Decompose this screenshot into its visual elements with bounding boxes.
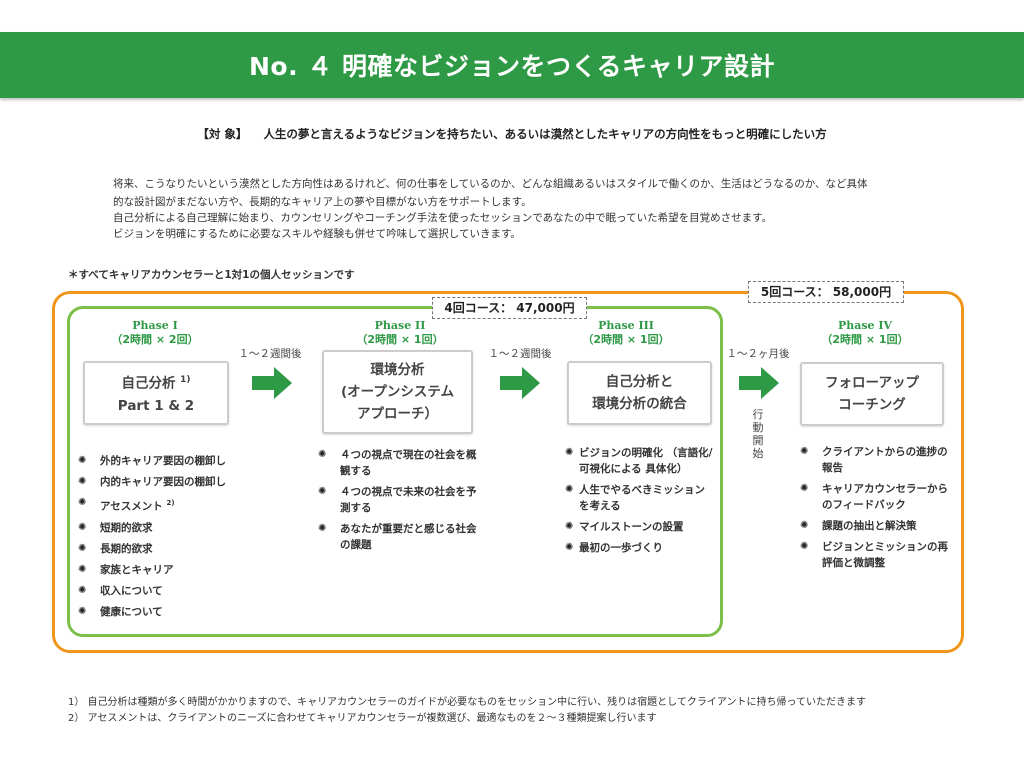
course4-frame: [67, 306, 723, 637]
box-line: 環境分析: [370, 362, 425, 378]
right-arrow-icon: [500, 367, 540, 399]
footnote-ref: 1): [180, 375, 191, 386]
box-line: 環境分析の統合: [592, 396, 687, 412]
title-banner: No. ４ 明確なビジョンをつくるキャリア設計: [0, 32, 1024, 98]
description-line: 将来、こうなりたいという漠然とした方向性はあるけれど、何の仕事をしているのか、ど…: [113, 178, 868, 190]
description-line: 自己分析による自己理解に始まり、カウンセリングやコーチング手法を使ったセッション…: [113, 212, 773, 224]
phase-name: Phase III: [598, 319, 654, 332]
phase-1-box: 自己分析 1) Part 1 & 2: [83, 361, 229, 425]
list-item: 短期的欲求: [78, 520, 248, 536]
list-item: 家族とキャリア: [78, 562, 248, 578]
phase-duration: （2時間 × 1回）: [821, 333, 909, 346]
list-item: 長期的欲求: [78, 541, 248, 557]
interval-label: １〜２週間後: [238, 348, 302, 360]
phase-3-header: Phase III（2時間 × 1回）: [546, 319, 706, 347]
list-item: 課題の抽出と解決策: [800, 518, 950, 534]
box-line: Part 1 & 2: [117, 397, 195, 414]
target-label: 【対 象】: [197, 127, 248, 141]
target-audience: 【対 象】 人生の夢と言えるようなビジョンを持ちたい、あるいは漠然としたキャリア…: [0, 126, 1024, 142]
phase-2-header: Phase II（2時間 × 1回）: [320, 319, 480, 347]
list-item: キャリアカウンセラーからのフィードバック: [800, 481, 950, 513]
box-line: 自己分析: [121, 375, 176, 392]
list-item: 人生でやるべきミッションを考える: [565, 482, 715, 514]
list-item: あなたが重要だと感じる社会の課題: [318, 521, 478, 553]
phase-1-items: 外的キャリア要因の棚卸し 内的キャリア要因の棚卸し アセスメント 2) 短期的欲…: [78, 453, 248, 625]
phase-duration: （2時間 × 1回）: [356, 333, 444, 346]
list-item: 健康について: [78, 604, 248, 620]
phase-duration: （2時間 × 2回）: [111, 333, 199, 346]
course5-price: 5回コース： 58,000円: [748, 281, 904, 303]
phase-name: Phase II: [374, 319, 426, 332]
action-start-label: 行動開始: [752, 408, 764, 460]
interval-label: １〜２ヶ月後: [726, 348, 790, 360]
phase-duration: （2時間 × 1回）: [582, 333, 670, 346]
list-item: クライアントからの進捗の報告: [800, 444, 950, 476]
phase-2-items: ４つの視点で現在の社会を概観する ４つの視点で未来の社会を予測する あなたが重要…: [318, 447, 478, 558]
box-line: (オープンシステム: [341, 384, 454, 400]
footnote-2: 2） アセスメントは、クライアントのニーズに合わせてキャリアカウンセラーが複数選…: [68, 713, 657, 724]
description-line: ビジョンを明確にするために必要なスキルや経験も併せて吟味して選択していきます。: [113, 228, 521, 240]
phase-4-items: クライアントからの進捗の報告 キャリアカウンセラーからのフィードバック 課題の抽…: [800, 444, 950, 576]
phase-4-box: フォローアップコーチング: [800, 362, 944, 426]
box-line: フォローアップ: [825, 375, 919, 391]
list-item: 収入について: [78, 583, 248, 599]
right-arrow-icon: [739, 367, 779, 399]
right-arrow-icon: [252, 367, 292, 399]
phase-4-header: Phase IV（2時間 × 1回）: [785, 319, 945, 347]
phase-name: Phase I: [132, 319, 178, 332]
course5-frame: [52, 291, 964, 653]
footnote-1: 1） 自己分析は種類が多く時間がかかりますので、キャリアカウンセラーのガイドが必…: [68, 697, 866, 708]
phase-3-items: ビジョンの明確化 （言語化/可視化による 具体化） 人生でやるべきミッションを考…: [565, 445, 715, 561]
list-item: マイルストーンの設置: [565, 519, 715, 535]
target-text: 人生の夢と言えるようなビジョンを持ちたい、あるいは漠然としたキャリアの方向性をも…: [263, 127, 827, 141]
box-line: 自己分析と: [605, 374, 674, 390]
phase-name: Phase IV: [837, 319, 893, 332]
box-line: コーチング: [838, 397, 906, 413]
item-text: アセスメント: [100, 500, 163, 513]
phase-2-box: 環境分析 (オープンシステムアプローチ）: [322, 350, 473, 434]
box-line: アプローチ）: [357, 406, 438, 422]
list-item: 最初の一歩づくり: [565, 540, 715, 556]
page-title: No. ４ 明確なビジョンをつくるキャリア設計: [248, 52, 775, 81]
list-item: アセスメント 2): [78, 495, 248, 515]
list-item: 外的キャリア要因の棚卸し: [78, 453, 248, 469]
list-item: 内的キャリア要因の棚卸し: [78, 474, 248, 490]
phase-3-box: 自己分析と環境分析の統合: [567, 361, 712, 425]
session-note: ＊すべてキャリアカウンセラーと1対1の個人セッションです: [68, 269, 355, 281]
list-item: ４つの視点で未来の社会を予測する: [318, 484, 478, 516]
interval-label: １〜２週間後: [488, 348, 552, 360]
course4-price: 4回コース： 47,000円: [432, 297, 587, 319]
phase-1-header: Phase I（2時間 × 2回）: [75, 319, 235, 347]
list-item: ビジョンとミッションの再評価と微調整: [800, 539, 950, 571]
footnote-ref: 2): [166, 499, 175, 507]
list-item: ビジョンの明確化 （言語化/可視化による 具体化）: [565, 445, 715, 477]
list-item: ４つの視点で現在の社会を概観する: [318, 447, 478, 479]
description-line: 的な設計図がまだない方や、長期的なキャリア上の夢や目標がない方をサポートします。: [113, 196, 532, 208]
